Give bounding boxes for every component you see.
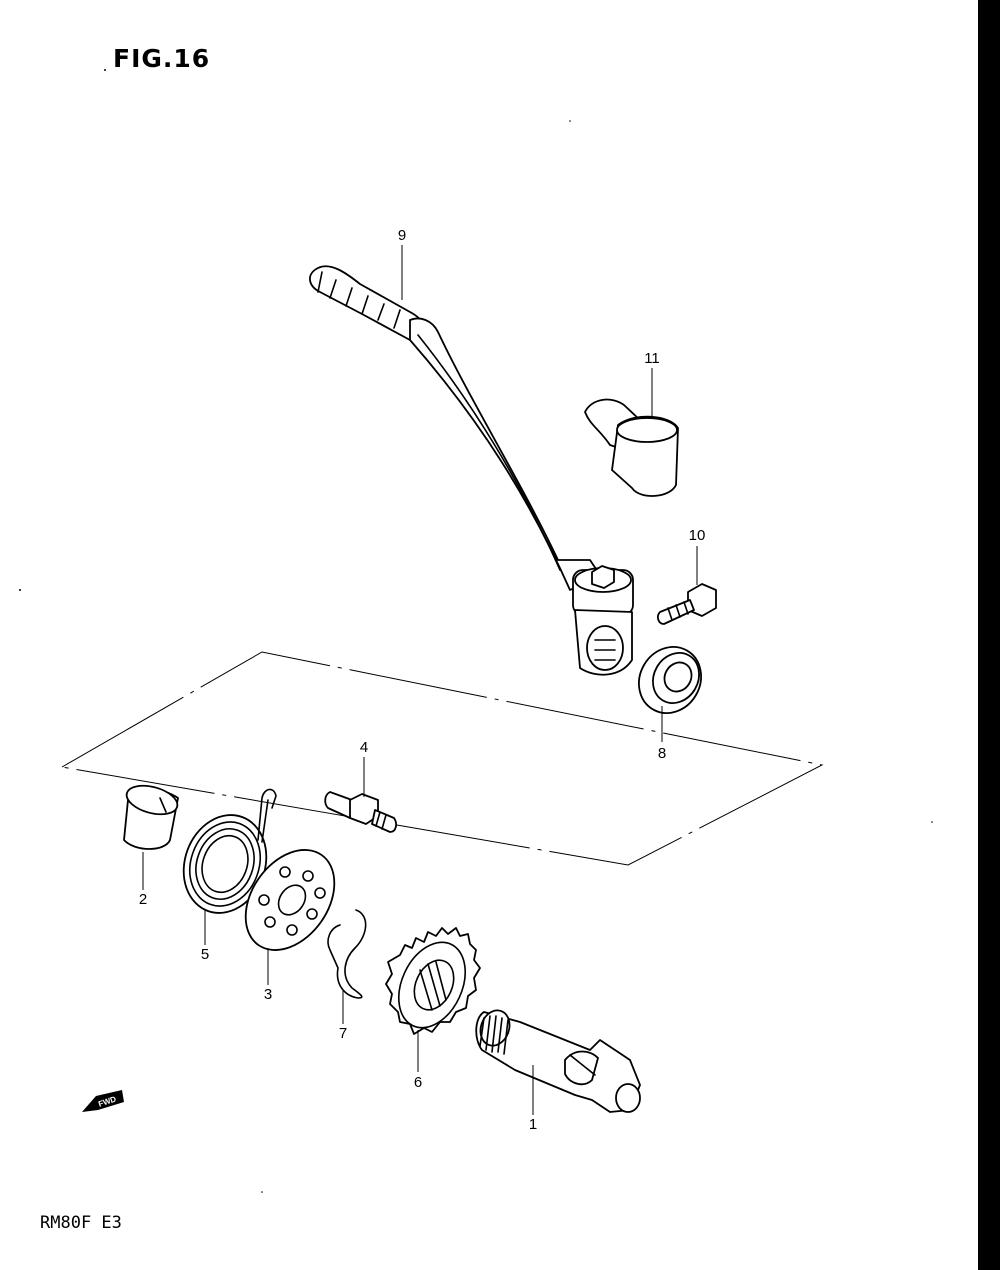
gear-part[interactable] [385, 927, 481, 1038]
figure-title: FIG.16 [113, 44, 211, 73]
model-code: RM80F E3 [40, 1213, 122, 1233]
stud-part[interactable] [324, 791, 397, 833]
clip-part[interactable] [327, 909, 367, 999]
collar-part[interactable] [123, 781, 181, 850]
scan-specks [19, 69, 933, 1193]
callout-7: 7 [339, 1025, 347, 1042]
guide-plate-part[interactable] [227, 833, 352, 967]
kick-lever-part[interactable] [309, 265, 634, 676]
callout-8: 8 [658, 745, 666, 762]
scan-edge [978, 0, 1000, 1270]
assembly-outline [61, 651, 824, 866]
bolt-part[interactable] [657, 583, 717, 625]
callout-4: 4 [360, 739, 368, 756]
callout-3: 3 [264, 986, 272, 1003]
callout-10: 10 [689, 527, 706, 544]
shaft-part[interactable] [475, 1006, 641, 1113]
spring-part[interactable] [170, 788, 279, 924]
fwd-arrow-icon: FWD [82, 1090, 124, 1112]
callout-1: 1 [529, 1116, 537, 1133]
callout-11: 11 [644, 350, 660, 367]
callout-6: 6 [414, 1074, 422, 1091]
oil-seal-part[interactable] [627, 636, 713, 725]
callout-2: 2 [139, 891, 147, 908]
lever-cover-part[interactable] [584, 398, 679, 497]
callout-9: 9 [398, 227, 406, 244]
callout-5: 5 [201, 946, 209, 963]
leader-lines [142, 245, 698, 1115]
